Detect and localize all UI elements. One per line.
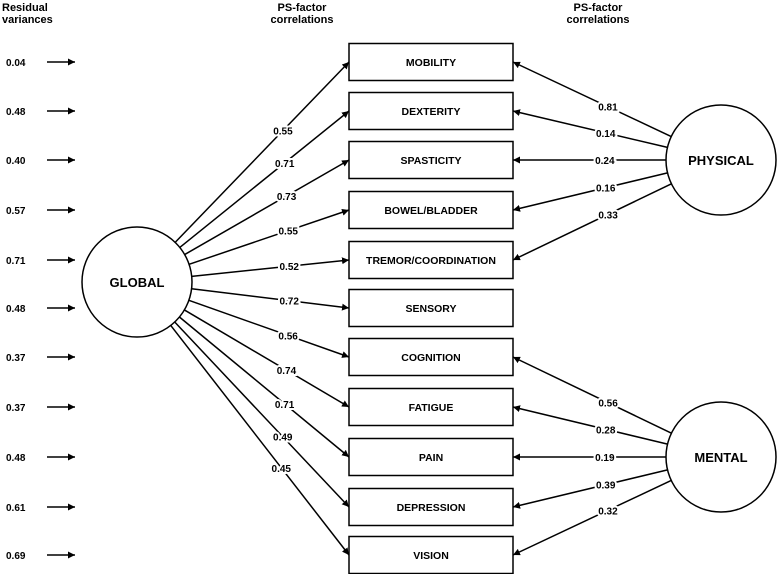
- residual-mobility: 0.04: [6, 58, 26, 69]
- mental-edge-depression: [512, 469, 668, 509]
- physical-edge-mobility: [512, 61, 672, 138]
- global-loading-spasticity: 0.73: [277, 192, 297, 203]
- mental-loading-cognition: 0.56: [598, 399, 618, 410]
- item-box-sensory: [348, 288, 514, 328]
- physical-edge-tremor-coordination: [512, 183, 672, 261]
- item-label-spasticity: SPASTICITY: [400, 155, 461, 167]
- item-label-bowel-bladder: BOWEL/BLADDER: [384, 205, 478, 217]
- item-label-sensory: SENSORY: [406, 303, 457, 315]
- global-edge-depression: [174, 321, 350, 508]
- item-label-tremor-coordination: TREMOR/COORDINATION: [366, 255, 496, 267]
- residual-pain: 0.48: [6, 453, 26, 464]
- item-box-fatigue: [348, 387, 514, 427]
- item-label-dexterity: DEXTERITY: [402, 106, 461, 118]
- global-loading-dexterity: 0.71: [275, 159, 295, 170]
- mental-loading-vision: 0.32: [598, 506, 618, 517]
- global-edge-tremor-coordination: [191, 257, 350, 278]
- residual-dexterity: 0.48: [6, 107, 26, 118]
- item-box-spasticity: [348, 140, 514, 180]
- residual-header-line2: variances: [2, 14, 53, 26]
- global-loading-fatigue: 0.74: [277, 366, 297, 377]
- global-edge-mobility: [174, 61, 350, 243]
- ps-left-header-line1: PS-factor: [278, 2, 328, 14]
- global-loading-vision: 0.45: [272, 464, 292, 475]
- residual-vision: 0.69: [6, 551, 26, 562]
- residual-sensory: 0.48: [6, 304, 26, 315]
- global-loading-tremor-coordination: 0.52: [279, 262, 299, 273]
- global-factor-circle: [81, 226, 193, 338]
- mental-factor-circle: [665, 401, 777, 513]
- physical-loading-mobility: 0.81: [598, 103, 618, 114]
- ps-right-header-line1: PS-factor: [574, 2, 624, 14]
- residual-tremor-coordination: 0.71: [6, 256, 26, 267]
- physical-edge-bowel-bladder: [512, 172, 668, 212]
- global-edge-cognition: [188, 299, 350, 358]
- item-box-dexterity: [348, 91, 514, 131]
- global-loading-depression: 0.49: [273, 433, 293, 444]
- residual-depression: 0.61: [6, 503, 26, 514]
- item-label-cognition: COGNITION: [401, 352, 461, 364]
- mental-loading-pain: 0.19: [595, 453, 615, 464]
- ps-left-header-line2: correlations: [271, 14, 334, 26]
- global-edge-dexterity: [179, 110, 350, 249]
- physical-loading-tremor-coordination: 0.33: [598, 210, 618, 221]
- mental-loading-fatigue: 0.28: [596, 425, 616, 436]
- global-loading-pain: 0.71: [275, 400, 295, 411]
- global-loading-cognition: 0.56: [278, 331, 298, 342]
- item-box-tremor-coordination: [348, 240, 514, 280]
- global-loading-mobility: 0.55: [273, 127, 293, 138]
- residual-fatigue: 0.37: [6, 403, 26, 414]
- global-edge-vision: [170, 324, 350, 556]
- physical-factor-circle: [665, 104, 777, 216]
- global-edge-bowel-bladder: [188, 208, 350, 266]
- global-edge-pain: [178, 316, 350, 458]
- mental-edge-cognition: [512, 356, 672, 434]
- mental-loading-depression: 0.39: [596, 481, 616, 492]
- item-label-mobility: MOBILITY: [406, 57, 456, 69]
- nodes-layer: 0.04 0.48 0.40 0.57 0.71 0.48 0.37 0.37 0.48 0.61…: [6, 42, 777, 574]
- mental-edge-fatigue: [512, 405, 668, 445]
- residual-header-line1: Residual: [2, 2, 48, 14]
- item-label-depression: DEPRESSION: [397, 502, 466, 514]
- physical-loading-spasticity: 0.24: [595, 156, 615, 167]
- physical-loading-bowel-bladder: 0.16: [596, 184, 616, 195]
- global-edge-fatigue: [183, 309, 350, 408]
- residual-cognition: 0.37: [6, 353, 26, 364]
- mental-factor-label: MENTAL: [694, 450, 747, 465]
- physical-factor-label: PHYSICAL: [688, 153, 754, 168]
- residual-bowel-bladder: 0.57: [6, 206, 26, 217]
- item-label-fatigue: FATIGUE: [409, 402, 454, 414]
- item-box-vision: [348, 535, 514, 574]
- item-label-vision: VISION: [413, 550, 449, 562]
- global-edge-spasticity: [184, 159, 350, 256]
- item-box-bowel-bladder: [348, 190, 514, 230]
- ps-right-header-line2: correlations: [567, 14, 630, 26]
- item-label-pain: PAIN: [419, 452, 443, 464]
- item-box-depression: [348, 487, 514, 527]
- residual-spasticity: 0.40: [6, 156, 26, 167]
- physical-loading-dexterity: 0.14: [596, 129, 616, 140]
- global-edge-sensory: [191, 287, 350, 311]
- physical-edge-dexterity: [512, 109, 668, 149]
- item-box-cognition: [348, 337, 514, 377]
- item-box-pain: [348, 437, 514, 477]
- mental-edge-vision: [512, 479, 672, 556]
- global-factor-label: GLOBAL: [110, 275, 165, 290]
- item-box-mobility: [348, 42, 514, 82]
- global-loading-sensory: 0.72: [279, 297, 299, 308]
- edges-layer: 0.55 0.71 0.73 0.55 0.52 0.72 0.56 0.74 0.71 0.49…: [170, 61, 672, 556]
- global-loading-bowel-bladder: 0.55: [278, 227, 298, 238]
